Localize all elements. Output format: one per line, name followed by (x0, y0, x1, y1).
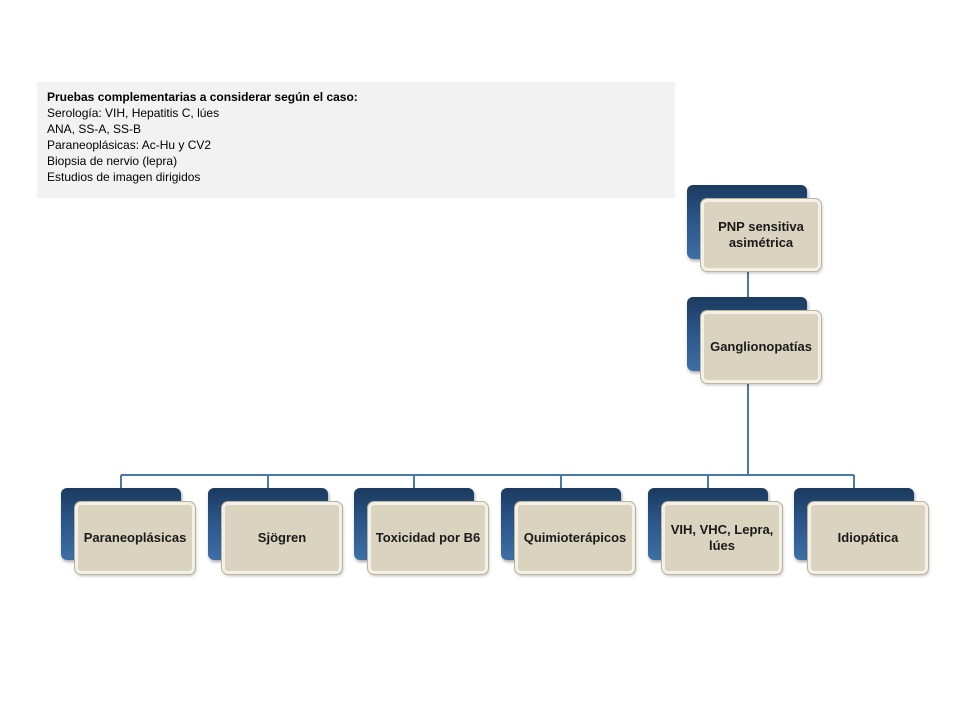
leaf-label: Toxicidad por B6 (368, 502, 488, 574)
leaf-label: Idiopática (808, 502, 928, 574)
leaf-label: VIH, VHC, Lepra, lúes (662, 502, 782, 574)
note-line: Estudios de imagen dirigidos (47, 170, 201, 184)
complementary-tests-note: Pruebas complementarias a considerar seg… (37, 82, 675, 198)
leaf-label: Quimioterápicos (515, 502, 635, 574)
note-line: Paraneoplásicas: Ac-Hu y CV2 (47, 138, 212, 152)
node-root-label: PNP sensitiva asimétrica (701, 199, 821, 271)
note-line: Biopsia de nervio (lepra) (47, 154, 178, 168)
leaf-label: Paraneoplásicas (75, 502, 195, 574)
note-line: ANA, SS-A, SS-B (47, 122, 142, 136)
node-ganglionopathies-label: Ganglionopatías (701, 311, 821, 383)
note-line: Serología: VIH, Hepatitis C, lúes (47, 106, 220, 120)
note-title: Pruebas complementarias a considerar seg… (47, 90, 358, 104)
leaf-label: Sjögren (222, 502, 342, 574)
